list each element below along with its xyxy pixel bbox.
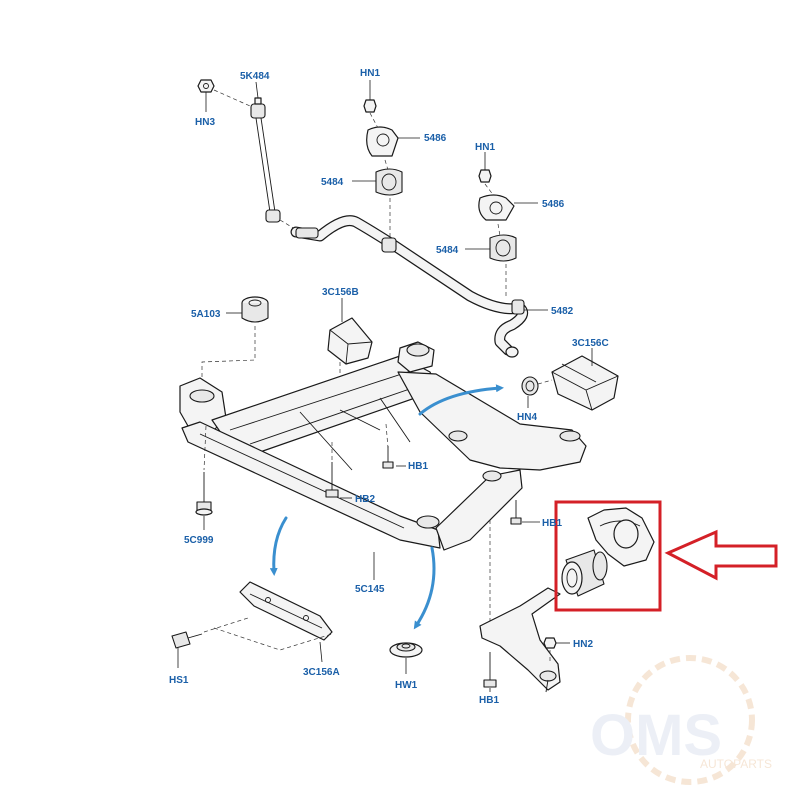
label-5482: 5482 <box>551 306 574 317</box>
bushing-bracket-right <box>478 169 517 296</box>
red-highlight-box <box>554 500 662 612</box>
stabilizer-link <box>197 79 301 233</box>
bolt-HS1 <box>171 617 249 649</box>
washer-HW1 <box>389 642 423 658</box>
blue-arrow-to-3C156A <box>269 516 288 576</box>
bolt-HB1-lower <box>483 652 497 688</box>
bolt-HB1-right <box>510 500 522 525</box>
label-HS1: HS1 <box>169 675 189 686</box>
blue-arrow-to-3C156C <box>418 384 504 416</box>
watermark-logo: OMS AUTOPARTS <box>590 655 772 785</box>
label-5K484: 5K484 <box>240 71 270 82</box>
label-HN1-left: HN1 <box>360 68 380 79</box>
label-HN2: HN2 <box>573 639 593 650</box>
blue-arrow-to-HW1 <box>413 546 436 630</box>
watermark-sub: AUTOPARTS <box>700 757 772 771</box>
bushing-bracket-left <box>363 99 403 238</box>
label-3C156A: 3C156A <box>303 667 340 678</box>
label-HB1-upper: HB1 <box>408 461 428 472</box>
label-HN3: HN3 <box>195 117 215 128</box>
bolt-HB1-upper <box>382 446 394 469</box>
highlighted-bushing <box>561 507 655 597</box>
bracket-3C156C <box>521 355 619 411</box>
label-HB2: HB2 <box>355 494 375 505</box>
label-5486-left: 5486 <box>424 133 447 144</box>
label-HN4: HN4 <box>517 412 537 423</box>
stabilizer-bar <box>290 215 529 358</box>
red-outline-arrow-left <box>664 529 778 581</box>
label-5C999: 5C999 <box>184 535 214 546</box>
watermark-brand: OMS <box>590 703 722 768</box>
label-5484-right: 5484 <box>436 245 459 256</box>
bracket-3C156A <box>213 581 333 651</box>
label-5486-right: 5486 <box>542 199 565 210</box>
bolt-HB2 <box>325 462 339 498</box>
label-5C145: 5C145 <box>355 584 385 595</box>
label-3C156B: 3C156B <box>322 287 359 298</box>
label-HB1-right: HB1 <box>542 518 562 529</box>
label-HW1: HW1 <box>395 680 418 691</box>
label-HN1-right: HN1 <box>475 142 495 153</box>
label-5484-left: 5484 <box>321 177 344 188</box>
label-5A103: 5A103 <box>191 309 221 320</box>
front-subframe <box>179 341 587 551</box>
label-HB1-lower: HB1 <box>479 695 499 706</box>
subframe-bushing <box>201 296 269 390</box>
lower-control-arm <box>479 587 561 693</box>
label-3C156C: 3C156C <box>572 338 609 349</box>
bolt-5C999 <box>195 472 213 516</box>
